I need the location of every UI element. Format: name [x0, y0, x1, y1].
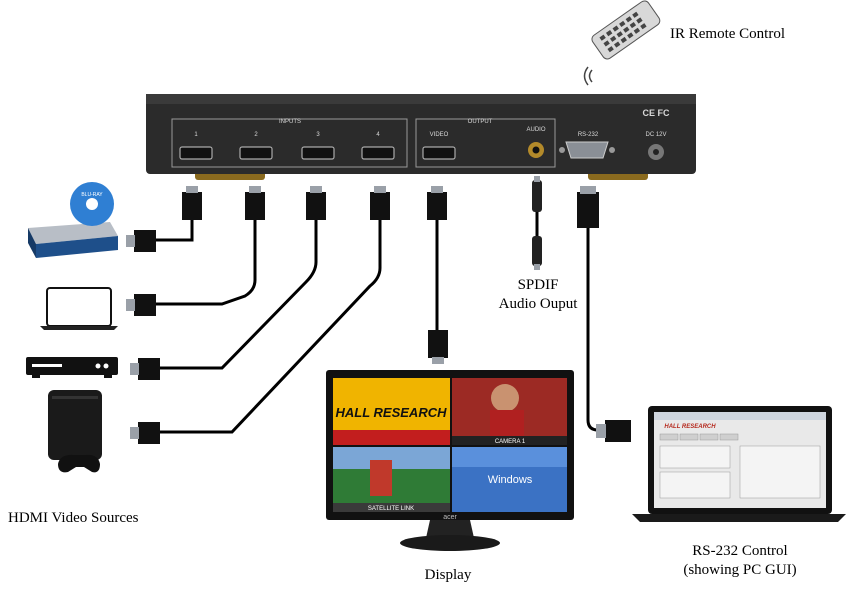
- hdmi-plug: [245, 186, 265, 220]
- rs232-label-line1: RS-232 Control: [692, 543, 788, 559]
- db9-plug-laptop: [596, 420, 631, 442]
- audio-label: AUDIO: [526, 127, 545, 133]
- hdmi-port: [239, 146, 273, 160]
- gui-logo: HALL RESEARCH: [664, 424, 716, 430]
- port-number-3: 3: [316, 132, 320, 138]
- spdif-plug: [532, 176, 542, 212]
- video-label: VIDEO: [430, 132, 449, 138]
- windows-text: Windows: [488, 474, 533, 486]
- hdmi-port: [301, 146, 335, 160]
- spdif-label: SPDIF Audio Ouput: [486, 276, 590, 314]
- cable-input-4: [160, 220, 382, 434]
- cables: [156, 210, 605, 434]
- switcher-device: INPUTS OUTPUT 1 2 3 4 VIDEO AUDIO RS-232…: [146, 94, 696, 180]
- inputs-label: INPUTS: [279, 119, 301, 125]
- hdmi-plug: [306, 186, 326, 220]
- port-number-1: 1: [194, 132, 198, 138]
- cable-input-1: [156, 220, 194, 242]
- cable-rs232: [586, 228, 605, 432]
- device-side-connectors: [182, 176, 599, 270]
- bluray-player-icon: BLU-RAY: [28, 182, 118, 258]
- port-number-2: 2: [254, 132, 258, 138]
- port-number-4: 4: [376, 132, 380, 138]
- monitor-brand: acer: [443, 514, 457, 521]
- spdif-label-line2: Audio Ouput: [498, 296, 578, 312]
- satellite-caption: SATELLITE LINK: [368, 506, 414, 512]
- ce-fcc-mark: CE FC: [643, 108, 671, 118]
- cable-input-2: [156, 220, 257, 306]
- db9-plug: [577, 186, 599, 228]
- output-label: OUTPUT: [468, 119, 493, 125]
- ir-remote-icon: [591, 0, 661, 60]
- hdmi-plug: [182, 186, 202, 220]
- dc-label: DC 12V: [645, 132, 666, 138]
- hdmi-output-port: [422, 146, 456, 160]
- rs232-port: [565, 141, 609, 159]
- hdmi-plug-display: [428, 330, 448, 364]
- display-monitor: HALL RESEARCH CAMERA 1 SATELLITE LINK Wi…: [326, 370, 574, 551]
- dvd-player-icon: [26, 357, 118, 378]
- laptop-source-icon: [40, 287, 118, 330]
- ir-signal-icon: [583, 66, 593, 86]
- hdmi-port: [179, 146, 213, 160]
- source-side-connectors: [126, 230, 631, 444]
- ir-remote-label: IR Remote Control: [670, 26, 785, 42]
- display-label: Display: [424, 567, 472, 583]
- quad-logo-text: HALL RESEARCH: [336, 405, 448, 420]
- hdmi-plug: [370, 186, 390, 220]
- game-console-icon: [48, 390, 102, 473]
- spdif-label-line1: SPDIF: [517, 277, 559, 293]
- hdmi-sources-label: HDMI Video Sources: [8, 510, 139, 526]
- camera-caption: CAMERA 1: [495, 439, 526, 445]
- control-laptop: HALL RESEARCH: [632, 406, 846, 522]
- device-body: [146, 94, 696, 174]
- hdmi-plug: [427, 186, 447, 220]
- monitor-stand: [400, 535, 500, 551]
- output-group-outline: [415, 118, 556, 168]
- bluray-logo: BLU-RAY: [81, 192, 103, 198]
- hdmi-input-ports: [179, 146, 456, 160]
- gamepad-icon: [58, 454, 100, 473]
- inputs-group-outline: [171, 118, 408, 168]
- cable-input-3: [160, 220, 318, 370]
- rs232-label-line2: (showing PC GUI): [683, 562, 797, 578]
- rs232-control-label: RS-232 Control (showing PC GUI): [660, 542, 820, 580]
- spdif-plug: [532, 236, 542, 270]
- rs232-label: RS-232: [578, 132, 599, 138]
- hdmi-port: [361, 146, 395, 160]
